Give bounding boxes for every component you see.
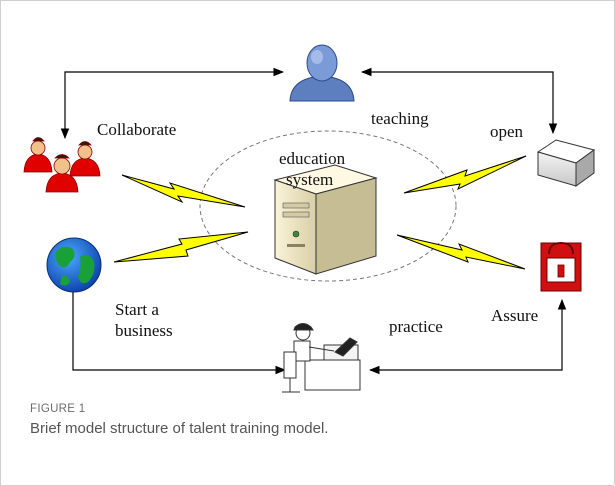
lock-icon — [540, 241, 582, 292]
lightning-bolt-assure — [396, 234, 526, 270]
person-at-desk-icon — [282, 323, 361, 393]
label-collaborate: Collaborate — [97, 120, 176, 139]
connector-arrows — [60, 67, 567, 375]
globe-icon — [46, 237, 102, 293]
label-start-business-line1: Start a — [115, 300, 159, 319]
label-start-business-line2: business — [115, 321, 173, 340]
label-assure: Assure — [491, 306, 538, 325]
lightning-bolt-start-business — [113, 231, 249, 263]
group-people-icon — [23, 137, 101, 193]
center-label-line2: system — [286, 170, 333, 189]
arrow-bottom-left — [68, 280, 287, 375]
server-icon — [273, 164, 378, 275]
arrow-bottom-right — [368, 298, 567, 375]
label-open: open — [490, 122, 524, 141]
system-boundary-ellipse — [199, 130, 457, 282]
lightning-bolt-collaborate — [121, 174, 246, 208]
lightning-bolts — [113, 155, 527, 270]
center-label-line1: education — [279, 149, 346, 168]
arrow-top-left — [60, 67, 285, 140]
diagram-canvas: education system — [23, 44, 596, 393]
box-icon — [536, 139, 596, 187]
person-icon — [289, 44, 355, 102]
label-practice: practice — [389, 317, 443, 336]
figure-label: FIGURE 1 — [30, 403, 86, 415]
lightning-bolt-open — [403, 155, 527, 194]
arrow-top-right — [360, 67, 558, 135]
label-teaching: teaching — [371, 109, 429, 128]
figure-caption: Brief model structure of talent training… — [30, 420, 329, 437]
